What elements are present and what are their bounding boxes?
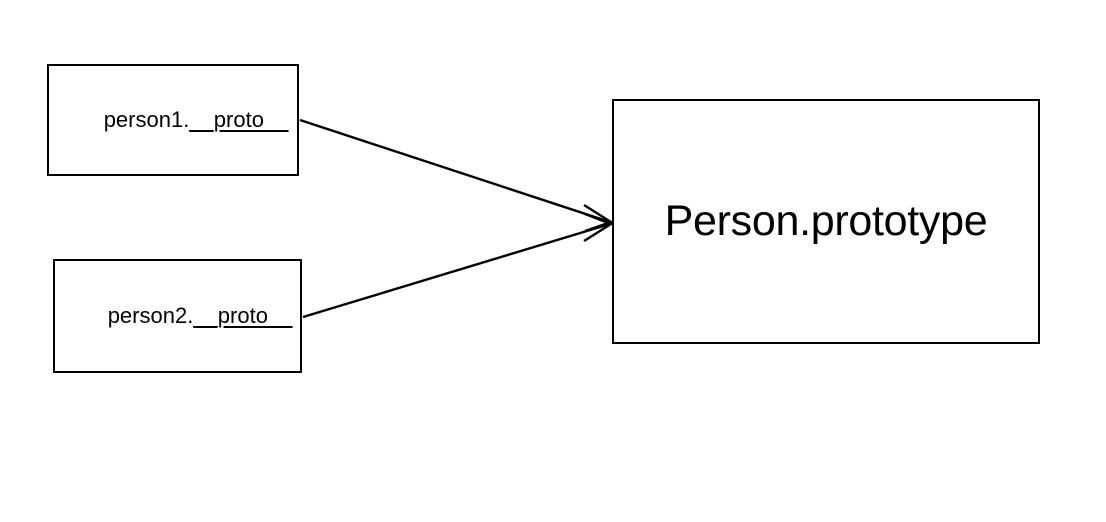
node-person-prototype[interactable]: Person.prototype — [612, 99, 1040, 344]
edge-line — [299, 118, 611, 224]
node-person1-proto-run: __proto__ — [189, 109, 288, 131]
node-person1-proto[interactable]: person1.__proto__ — [47, 64, 299, 176]
node-person2-proto-run: __proto__ — [193, 305, 292, 327]
node-person1-label: person1.__proto__ — [49, 87, 289, 153]
node-person2-label-prefix: person2. — [107, 303, 194, 328]
arrowhead-icon — [583, 203, 614, 233]
node-person2-proto[interactable]: person2.__proto__ — [53, 259, 302, 373]
spellcheck-squiggle-icon — [202, 133, 265, 138]
edge-person2-to-prototype — [302, 212, 614, 319]
edge-line — [302, 222, 611, 319]
node-person1-proto-text: __proto__ — [189, 107, 289, 132]
node-person2-proto-text: __proto__ — [193, 303, 293, 328]
node-person-prototype-label: Person.prototype — [664, 197, 988, 245]
node-person1-label-prefix: person1. — [103, 107, 190, 132]
arrowhead-icon — [583, 212, 614, 243]
spellcheck-squiggle-icon — [206, 329, 269, 334]
node-person2-label: person2.__proto__ — [55, 283, 293, 349]
edge-person1-to-prototype — [299, 118, 614, 233]
